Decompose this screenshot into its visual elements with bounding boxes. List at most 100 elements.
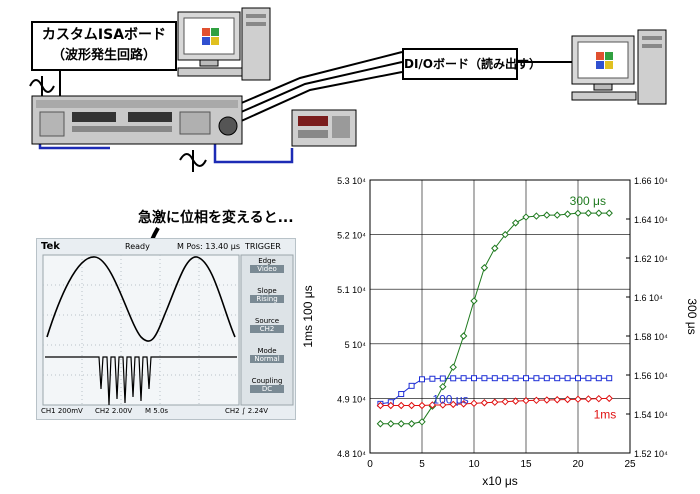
y-right-tick-label: 1.6 10⁴ [634, 293, 663, 303]
data-point [480, 399, 489, 407]
y-right-tick-label: 1.64 10⁴ [634, 215, 668, 225]
data-point [450, 375, 457, 382]
data-point [471, 375, 477, 382]
sine-wave-icon [179, 150, 207, 172]
scope-trigger-title: TRIGGER [245, 242, 281, 251]
data-point [501, 397, 509, 406]
x-tick-label: 0 [367, 459, 373, 470]
scope-menu-label: Mode [257, 347, 277, 355]
data-point [532, 396, 541, 405]
data-point [480, 264, 489, 272]
y-left-tick-label: 5 10⁴ [345, 340, 367, 350]
data-point [491, 398, 499, 406]
data-point [491, 375, 498, 382]
sine-trace [46, 256, 236, 342]
scope-mpos: M Pos: 13.40 μs [177, 242, 240, 251]
plot-frame [369, 179, 631, 454]
scope-menu: Edge Video Slope Rising Source CH2 Mode … [242, 257, 292, 407]
x-tick-label: 15 [520, 459, 532, 470]
data-point [595, 209, 603, 217]
data-point [605, 394, 613, 403]
data-point [543, 211, 551, 219]
scope-ch1: CH1 200mV [41, 407, 83, 415]
data-point [585, 375, 592, 382]
scope-menu-item[interactable]: Coupling DC [242, 377, 292, 407]
data-point [470, 399, 478, 408]
data-point [595, 394, 603, 403]
dio-board-text: DI/Oボード（読み出す） [404, 57, 542, 71]
x-tick-label: 5 [419, 459, 425, 470]
data-point [407, 420, 416, 428]
data-point [584, 209, 593, 217]
scope-menu-item[interactable]: Source CH2 [242, 317, 292, 347]
data-point [595, 375, 602, 382]
data-point [501, 230, 509, 239]
desktop-computer-icon [177, 7, 271, 81]
oscilloscope-display [42, 254, 294, 406]
data-point [387, 420, 395, 428]
scope-menu-item[interactable]: Edge Video [242, 257, 292, 287]
data-point [459, 400, 468, 408]
data-point [522, 213, 530, 221]
data-point [606, 375, 613, 382]
data-point [574, 209, 582, 217]
series-annotation: 1ms [594, 407, 617, 421]
data-point [460, 375, 467, 382]
data-point [523, 375, 529, 382]
data-point [543, 375, 550, 382]
scope-menu-item[interactable]: Mode Normal [242, 347, 292, 377]
y-right-tick-label: 1.56 10⁴ [634, 371, 668, 381]
scope-menu-value: DC [250, 385, 284, 393]
data-point [418, 418, 426, 426]
data-point [397, 401, 405, 410]
y-right-axis-label: 300 μs [685, 298, 699, 334]
series-annotation: 100 μs [432, 392, 468, 406]
y-left-tick-label: 5.1 10⁴ [337, 285, 366, 295]
y-right-tick-label: 1.54 10⁴ [634, 410, 668, 420]
scope-menu-label: Source [254, 317, 280, 325]
data-point [554, 375, 561, 382]
scope-menu-value: Video [250, 265, 284, 273]
data-point [553, 211, 561, 219]
y-left-tick-label: 4.9 10⁴ [337, 394, 366, 404]
data-point [605, 209, 613, 217]
data-point [563, 210, 572, 218]
data-point [449, 363, 457, 371]
y-left-tick-label: 4.8 10⁴ [337, 449, 366, 459]
scope-trigger-level: CH2 ∫ 2.24V [225, 407, 269, 415]
data-point [511, 219, 520, 227]
rack-instrument-icon [31, 95, 243, 145]
sine-wave-icon [29, 76, 55, 96]
data-point [512, 375, 519, 382]
data-point [459, 332, 468, 340]
y-left-tick-label: 5.2 10⁴ [337, 231, 366, 241]
y-right-tick-label: 1.66 10⁴ [634, 176, 668, 186]
scope-menu-item[interactable]: Slope Rising [242, 287, 292, 317]
y-right-tick-label: 1.58 10⁴ [634, 332, 668, 342]
scope-status: Ready [125, 242, 150, 251]
x-tick-label: 20 [572, 459, 584, 470]
phase-response-chart: 0 5 10 15 20 25 4.8 10⁴ 4.9 10⁴ 5 10⁴ 5.1 10⁴ 5.2 … [301, 176, 699, 488]
isa-board-title: カスタムISAボード [41, 27, 167, 43]
data-point [574, 395, 582, 403]
data-point [511, 397, 520, 405]
data-point [533, 375, 540, 382]
scope-menu-label: Slope [257, 287, 277, 295]
isa-board-label: カスタムISAボード （波形発生回路） [31, 21, 177, 71]
scope-menu-value: Rising [250, 295, 284, 303]
data-point [575, 375, 581, 382]
y-right-tick-label: 1.52 10⁴ [634, 449, 668, 459]
data-point [564, 375, 571, 382]
data-point [376, 420, 385, 428]
data-point [397, 420, 405, 428]
y-right-tick-label: 1.62 10⁴ [634, 254, 668, 264]
data-point [502, 375, 509, 382]
data-point [553, 396, 561, 404]
data-point [439, 375, 446, 382]
x-tick-label: 25 [624, 459, 636, 470]
scope-ch2: CH2 2.00V [95, 407, 133, 415]
data-point [429, 375, 436, 382]
data-point [387, 401, 395, 410]
data-point [584, 395, 593, 403]
x-tick-label: 10 [468, 459, 480, 470]
